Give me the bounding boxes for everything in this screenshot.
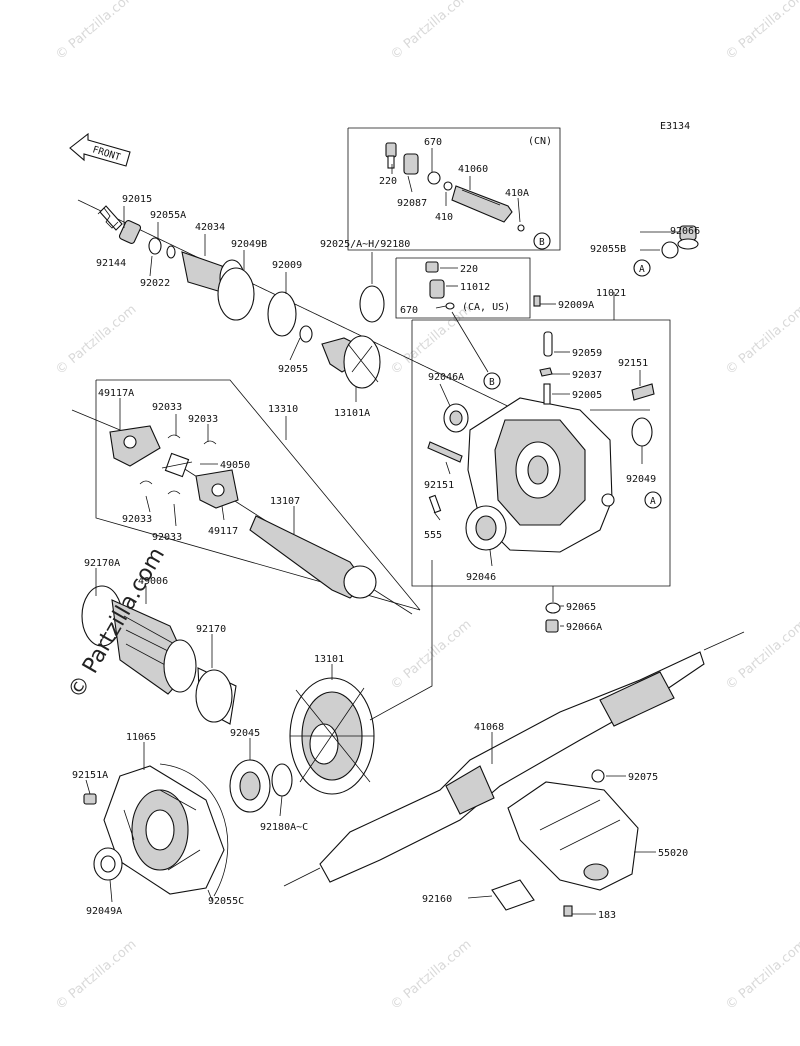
part-92049A[interactable]: 92049A [86, 906, 122, 917]
part-92033[interactable]: 92033 [188, 414, 218, 425]
part-49050[interactable]: 49050 [220, 460, 250, 471]
part-92046[interactable]: 92046 [466, 572, 496, 583]
part-41068[interactable]: 41068 [474, 722, 504, 733]
housing-box: 11021 A 92009A [411, 288, 671, 633]
watermark-tile: © Partzilla.com [388, 617, 474, 693]
part-92160[interactable]: 92160 [422, 894, 452, 905]
part-92022[interactable]: 92022 [140, 278, 170, 289]
part-49006[interactable]: 49006 [138, 576, 168, 587]
part-41060[interactable]: 41060 [458, 164, 488, 175]
part-92055[interactable]: 92055 [278, 364, 308, 375]
watermark-tile: © Partzilla.com [53, 937, 139, 1013]
part-92151[interactable]: 92151 [618, 358, 648, 369]
watermark-tile: © Partzilla.com [388, 0, 474, 63]
part-92015[interactable]: 92015 [122, 194, 152, 205]
callout-b-icon [533, 232, 551, 250]
ca-us-variant-box: 220 11012 670 (CA, US) B [395, 257, 531, 390]
part-183[interactable]: 183 [598, 910, 616, 921]
part-11012[interactable]: 11012 [460, 282, 490, 293]
upper-drive-parts: 92015 92055A 42034 92049B 92009 92144 92… [77, 194, 521, 433]
part-13101[interactable]: 13101 [314, 654, 344, 665]
callout-a-label: A [650, 496, 656, 507]
part-11021[interactable]: 11021 [596, 288, 626, 299]
watermark-tile: © Partzilla.com [53, 302, 139, 378]
part-92055C[interactable]: 92055C [208, 896, 244, 907]
part-92170[interactable]: 92170 [196, 624, 226, 635]
watermark-tile: © Partzilla.com [723, 0, 800, 63]
part-92170A[interactable]: 92170A [84, 558, 120, 569]
part-92087[interactable]: 92087 [397, 198, 427, 209]
part-92075[interactable]: 92075 [628, 772, 658, 783]
part-92009[interactable]: 92009 [272, 260, 302, 271]
part-92049B[interactable]: 92049B [231, 239, 267, 250]
part-92151-lower[interactable]: 92151 [424, 480, 454, 491]
part-92059[interactable]: 92059 [572, 348, 602, 359]
part-42034[interactable]: 42034 [195, 222, 225, 233]
callout-b-label: B [539, 237, 545, 248]
part-92151A[interactable]: 92151A [72, 770, 108, 781]
part-92066A[interactable]: 92066A [566, 622, 602, 633]
part-410[interactable]: 410 [435, 212, 453, 223]
part-220-ca[interactable]: 220 [460, 264, 478, 275]
part-92144[interactable]: 92144 [96, 258, 126, 269]
boot-group: 92170A 49006 92170 [81, 558, 237, 725]
variant-ca-us-label: (CA, US) [462, 302, 510, 313]
ring-gear-group: 13101 [289, 560, 433, 795]
cn-variant-box: (CN) B 670 220 41060 92087 410 410A [347, 127, 561, 251]
main-shaft-group: 41068 [283, 631, 745, 887]
part-92065[interactable]: 92065 [566, 602, 596, 613]
part-92025[interactable]: 92025/A~H/92180 [320, 239, 410, 250]
skid-plate-group: 92075 55020 92160 183 [422, 769, 688, 921]
part-92180A[interactable]: 92180A~C [260, 822, 308, 833]
part-13101A[interactable]: 13101A [334, 408, 370, 419]
part-92037[interactable]: 92037 [572, 370, 602, 381]
part-13310[interactable]: 13310 [268, 404, 298, 415]
part-92055B[interactable]: 92055B [590, 244, 626, 255]
watermark-tile: © Partzilla.com [723, 937, 800, 1013]
part-55020[interactable]: 55020 [658, 848, 688, 859]
part-220[interactable]: 220 [379, 176, 397, 187]
part-92049[interactable]: 92049 [626, 474, 656, 485]
watermark-tile: © Partzilla.com [53, 0, 139, 63]
right-top-parts: A 92066 92055B [590, 225, 700, 277]
part-92033[interactable]: 92033 [122, 514, 152, 525]
callout-b-icon [483, 372, 501, 390]
part-92046A[interactable]: 92046A [428, 372, 464, 383]
part-410A[interactable]: 410A [505, 188, 529, 199]
part-11065[interactable]: 11065 [126, 732, 156, 743]
part-92009A[interactable]: 92009A [558, 300, 594, 311]
watermark-tile: © Partzilla.com [723, 617, 800, 693]
callout-a-icon [633, 259, 651, 277]
part-555[interactable]: 555 [424, 530, 442, 541]
part-92033[interactable]: 92033 [152, 532, 182, 543]
watermark-tile: © Partzilla.com [723, 302, 800, 378]
part-92055A[interactable]: 92055A [150, 210, 186, 221]
front-arrow-icon: FRONT [69, 132, 131, 167]
watermark-tile: © Partzilla.com [388, 937, 474, 1013]
part-92033[interactable]: 92033 [152, 402, 182, 413]
u-joint-group: 49117A 92033 92033 13310 49050 13107 920… [71, 379, 421, 615]
part-49117A[interactable]: 49117A [98, 388, 134, 399]
part-92045[interactable]: 92045 [230, 728, 260, 739]
callout-b-label: B [489, 377, 495, 388]
part-670[interactable]: 670 [424, 137, 442, 148]
diagram-code: E3134 [660, 121, 690, 132]
part-92066[interactable]: 92066 [670, 226, 700, 237]
part-13107[interactable]: 13107 [270, 496, 300, 507]
part-49117[interactable]: 49117 [208, 526, 238, 537]
cover-group: 11065 92045 92151A 92180A~C 92049A 92055… [72, 728, 308, 917]
part-92005[interactable]: 92005 [572, 390, 602, 401]
callout-a-label: A [639, 264, 645, 275]
callout-a-icon [644, 491, 662, 509]
variant-cn-label: (CN) [528, 136, 552, 147]
part-670-ca[interactable]: 670 [400, 305, 418, 316]
